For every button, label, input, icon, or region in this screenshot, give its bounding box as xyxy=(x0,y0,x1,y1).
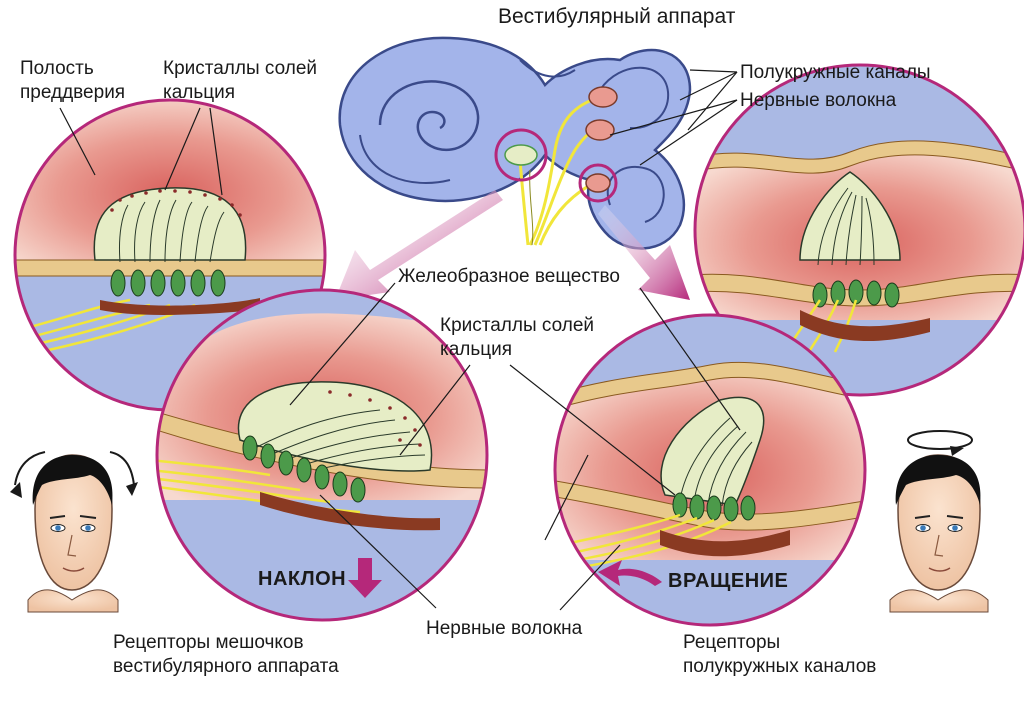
label-canal-receptors-line2: полукружных каналов xyxy=(683,656,877,677)
down-arrow-icon xyxy=(348,558,382,598)
canal-rest-circle xyxy=(693,63,1024,397)
diagram-title: Вестибулярный аппарат xyxy=(498,5,736,28)
label-calcium-crystals-top-line1: Кристаллы солей xyxy=(163,58,318,79)
label-gel-substance: Желеобразное вещество xyxy=(398,266,620,287)
pointer-arrow-right xyxy=(598,205,690,300)
label-canal-receptors-line1: Рецепторы xyxy=(683,632,781,653)
label-vestibule-cavity-line2: преддверия xyxy=(20,82,126,103)
label-calcium-crystals-mid-line1: Кристаллы солей xyxy=(440,315,595,336)
label-saccule-receptors-line1: Рецепторы мешочков xyxy=(113,632,304,653)
leader-lines xyxy=(59,69,741,611)
label-calcium-crystals-mid-line2: кальция xyxy=(440,339,513,360)
label-vestibule-cavity-line1: Полость xyxy=(20,58,94,79)
label-nerve-fibers-bottom: Нервные волокна xyxy=(426,618,583,639)
motion-label-tilt: НАКЛОН xyxy=(258,568,347,590)
head-rotation-face-icon xyxy=(889,430,989,613)
label-saccule-receptors-line2: вестибулярного аппарата xyxy=(113,656,339,677)
label-semicircular-canals: Полукружные каналы xyxy=(740,62,931,83)
motion-label-rotation: ВРАЩЕНИЕ xyxy=(668,570,789,592)
head-tilt-face-icon xyxy=(10,451,138,613)
saccule-tilt-circle xyxy=(155,288,489,622)
pointer-arrow-left xyxy=(335,190,503,300)
label-calcium-crystals-top-line2: кальция xyxy=(163,82,236,103)
curved-arrow-icon xyxy=(598,560,662,586)
inner-ear-labyrinth-icon xyxy=(338,36,692,250)
label-nerve-fibers-top: Нервные волокна xyxy=(740,90,897,111)
canal-rotation-circle xyxy=(553,313,867,627)
